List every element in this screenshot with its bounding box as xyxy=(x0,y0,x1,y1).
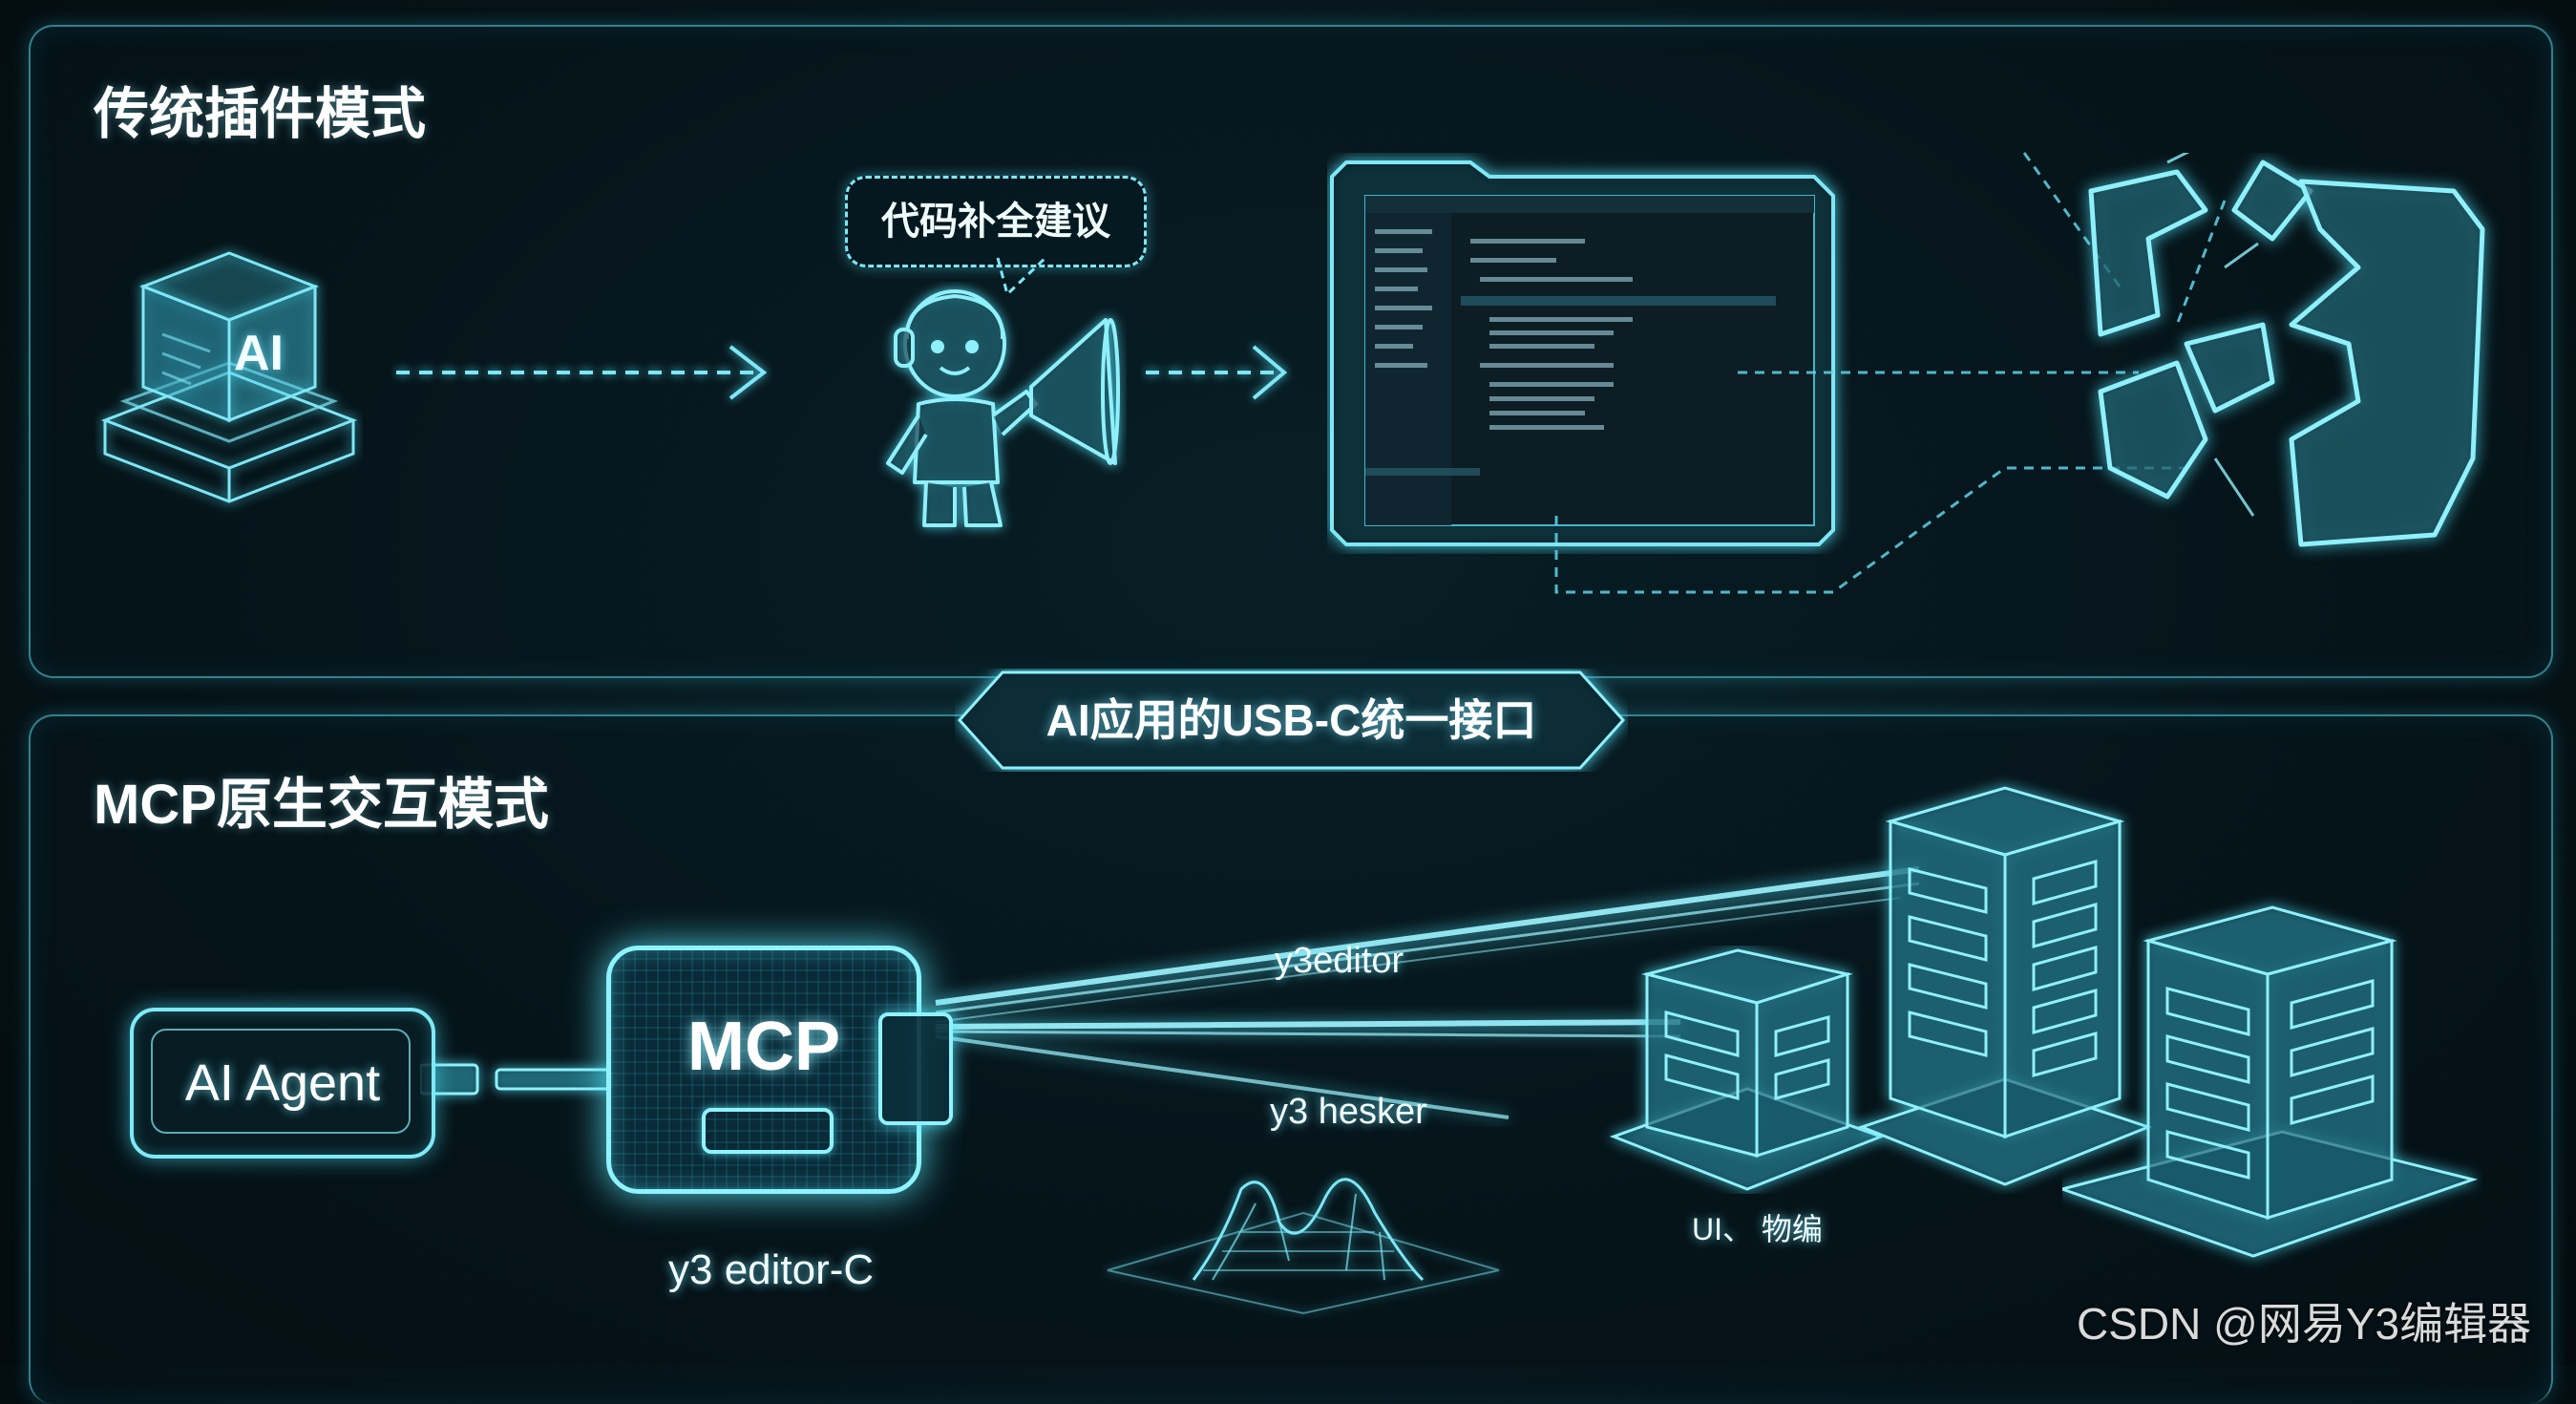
server-right-icon xyxy=(2062,905,2479,1258)
usb-c-banner: AI应用的USB-C统一接口 xyxy=(955,669,1628,772)
server-small-icon xyxy=(1609,948,1886,1191)
server-tall-icon xyxy=(1857,786,2153,1186)
character-megaphone-icon xyxy=(886,289,1120,527)
traditional-mode-title: 传统插件模式 xyxy=(94,83,427,145)
link-label-y3-hesker: y3 hesker xyxy=(1270,1092,1427,1132)
broken-puzzle-icon xyxy=(2088,153,2485,547)
ai-agent-label: AI Agent xyxy=(184,1054,381,1112)
ai-agent-box: AI Agent xyxy=(130,1008,435,1159)
arrow-icon xyxy=(1146,345,1288,400)
ai-cube-icon xyxy=(100,251,358,503)
mcp-chip: MCP xyxy=(606,946,921,1194)
traditional-mode-panel xyxy=(29,25,2553,678)
usb-port-icon xyxy=(878,1012,953,1125)
speech-bubble-label: 代码补全建议 xyxy=(881,201,1110,243)
broken-link-lines xyxy=(1554,152,2227,594)
mcp-caption: y3 editor-C xyxy=(668,1246,875,1293)
mcp-mode-title: MCP原生交互模式 xyxy=(94,774,549,836)
code-editor-monitor xyxy=(1330,160,1835,546)
bubble-tail-icon xyxy=(996,256,1047,297)
light-beams xyxy=(935,866,1920,1119)
mcp-label: MCP xyxy=(687,1009,840,1085)
ui-label: UI、 物编 xyxy=(1692,1212,1823,1246)
speech-bubble: 代码补全建议 xyxy=(845,176,1147,267)
mcp-mode-panel xyxy=(29,714,2553,1404)
watermark: CSDN @网易Y3编辑器 xyxy=(2077,1299,2532,1349)
mcp-slot-icon xyxy=(702,1108,834,1154)
cable-connector-icon xyxy=(420,1063,613,1096)
usb-c-banner-label: AI应用的USB-C统一接口 xyxy=(1045,695,1537,745)
terrain-mesh-icon xyxy=(1107,1178,1500,1315)
ai-cube-label: AI xyxy=(234,326,284,381)
arrow-icon xyxy=(396,345,768,400)
link-label-y3editor: y3editor xyxy=(1275,941,1404,981)
